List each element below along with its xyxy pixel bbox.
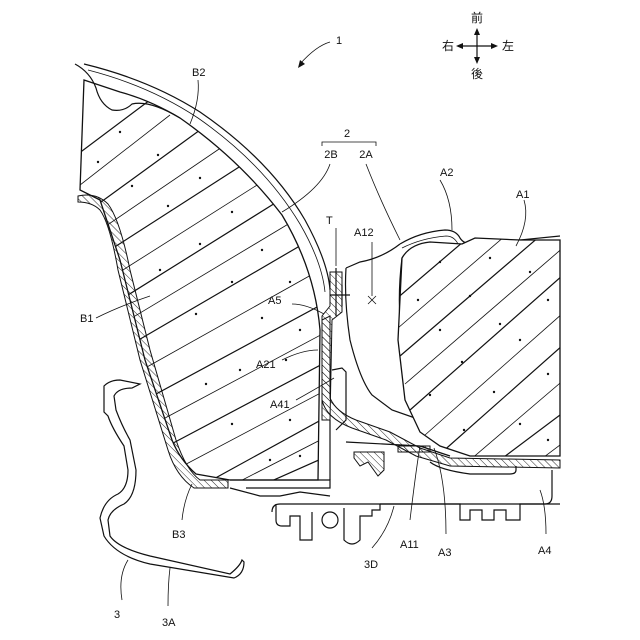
label-3A: 3A xyxy=(162,617,176,629)
direction-right: 右 xyxy=(442,38,454,53)
A11-hatched-part xyxy=(398,446,430,452)
direction-rear: 後 xyxy=(471,67,483,81)
label-B2: B2 xyxy=(192,67,205,79)
label-A3: A3 xyxy=(438,547,451,559)
direction-left: 左 xyxy=(502,38,514,53)
label-A11: A11 xyxy=(400,539,419,551)
right-foam-body xyxy=(398,238,560,456)
reference-number-1: 1 xyxy=(336,35,342,47)
label-B3: B3 xyxy=(172,529,185,541)
group-2-bracket: 2 2B 2A xyxy=(322,128,376,161)
label-A4: A4 xyxy=(538,545,551,557)
label-A41: A41 xyxy=(270,399,290,411)
reference-1-group: 1 xyxy=(298,35,342,68)
label-A21: A21 xyxy=(256,359,276,371)
label-B1: B1 xyxy=(80,313,93,325)
left-foam-body xyxy=(80,80,320,480)
label-3: 3 xyxy=(114,609,120,621)
direction-compass: 前 後 右 左 xyxy=(442,10,514,81)
label-A5: A5 xyxy=(268,295,281,307)
label-2B: 2B xyxy=(324,149,337,161)
label-2: 2 xyxy=(344,128,350,140)
label-2A: 2A xyxy=(359,149,373,161)
direction-front: 前 xyxy=(471,10,483,25)
label-A12: A12 xyxy=(354,227,374,239)
label-A1: A1 xyxy=(516,189,529,201)
label-A2: A2 xyxy=(440,167,453,179)
label-3D: 3D xyxy=(364,559,378,571)
A12-marker xyxy=(368,296,376,304)
bottom-rail-3D xyxy=(230,470,560,544)
right-cushion-group xyxy=(322,230,580,476)
left-cushion-group xyxy=(70,64,330,495)
label-T: T xyxy=(326,215,333,227)
